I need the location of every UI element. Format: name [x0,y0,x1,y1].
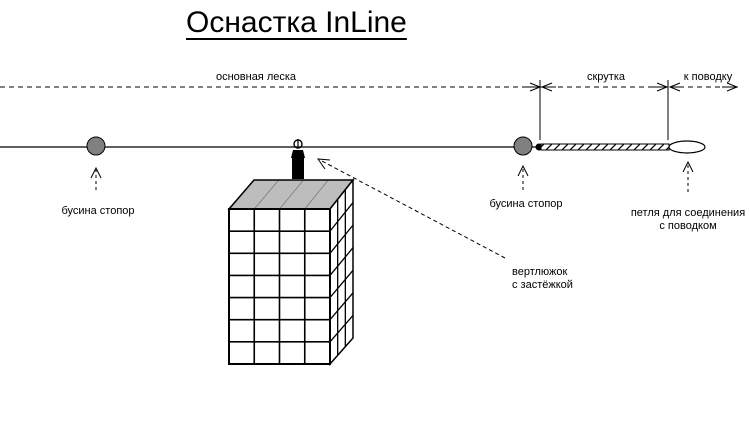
label-swivel-line1: вертлюжок [512,266,568,278]
feeder [227,177,355,366]
diagram-title: Оснастка InLine [186,6,407,39]
swivel-with-snap [291,139,305,179]
label-swivel-line2: с застёжкой [512,279,573,291]
label-loop-line2: с поводком [659,220,717,232]
label-loop-line1: петля для соединения [630,207,746,219]
label-bead-left: бусина стопор [61,205,135,217]
label-bead-right: бусина стопор [489,198,563,210]
arrow-bead-left [90,166,102,190]
label-to-leader: к поводку [683,71,733,83]
bead-stopper-left [86,136,106,156]
label-main-line: основная леска [215,71,297,83]
feeder-front-grid [229,209,330,364]
bead-stopper-right [513,136,533,156]
arrow-loop [682,160,694,192]
twist-section [540,143,670,151]
arrow-bead-right [517,164,529,190]
feeder-side-grid [329,189,354,356]
label-twist: скрутка [586,71,626,83]
arrow-swivel [316,158,506,259]
leader-loop [668,140,706,154]
